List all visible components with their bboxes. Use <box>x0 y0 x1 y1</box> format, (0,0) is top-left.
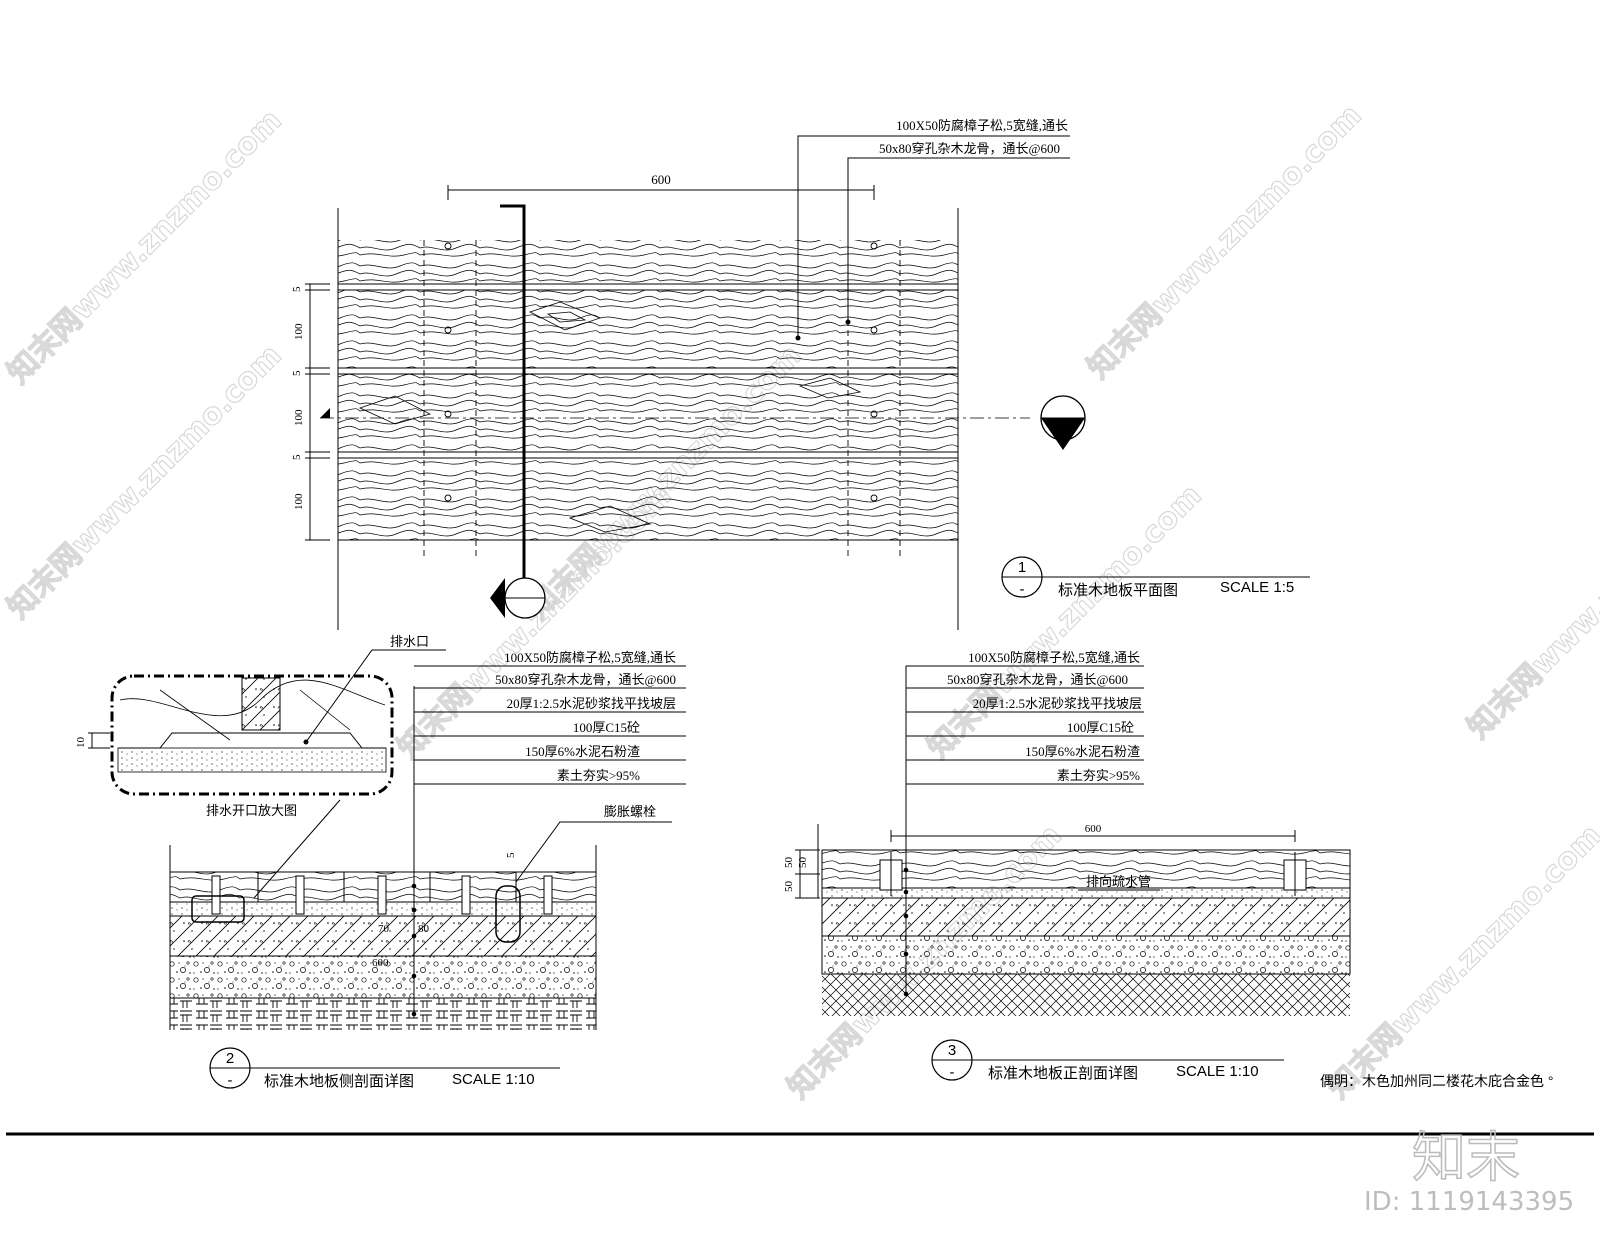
side-title-block: 2 - 标准木地板侧剖面详图 SCALE 1:10 <box>209 1047 560 1090</box>
side-dim-600: 600 <box>372 957 389 969</box>
side-callout-6: 素土夯实>95% <box>557 768 640 783</box>
drain-detail: 10 排水开口放大图 排水口 <box>75 634 446 899</box>
side-title: 标准木地板侧剖面详图 <box>264 1072 414 1090</box>
plan-view: 600 5 100 5 100 5 100 <box>291 118 1310 630</box>
brand-watermark: 知末 <box>1412 1126 1520 1189</box>
plan-dim-100a: 100 <box>293 323 305 340</box>
front-title: 标准木地板正剖面详图 <box>988 1064 1138 1082</box>
bolt-label: 膨胀螺栓 <box>604 804 656 819</box>
plank-1 <box>338 240 958 284</box>
plank-2 <box>338 283 958 368</box>
svg-text:知末网www.znzmo.com: 知末网www.znzmo.com <box>1 338 289 626</box>
front-dim-600: 600 <box>1085 823 1102 835</box>
plan-dim-100c: 100 <box>293 493 305 510</box>
front-callout-3: 20厚1:2.5水泥砂浆找平找坡层 <box>973 696 1142 711</box>
side-callout-4: 100厚C15砼 <box>573 720 640 735</box>
section-symbol-bottom <box>490 577 546 619</box>
side-dim-80: 80 <box>418 923 430 935</box>
side-section: 10 排水开口放大图 排水口 5 70 80 600 <box>75 634 686 1090</box>
front-scale: SCALE 1:10 <box>1176 1063 1259 1080</box>
front-callout-6: 素土夯实>95% <box>1057 768 1140 783</box>
image-id: ID: 1119143395 <box>1364 1187 1574 1217</box>
side-marker-dash: - <box>228 1072 233 1089</box>
section-symbol-right <box>1040 395 1086 450</box>
color-note: 偶明：木色加州同二楼花木庇合金色 ° <box>1320 1073 1554 1089</box>
front-dim-50b: 50 <box>783 881 795 893</box>
side-dim-5: 5 <box>505 852 517 858</box>
svg-text:知末网www.znzmo.com: 知末网www.znzmo.com <box>921 478 1209 766</box>
plank-4 <box>338 451 958 541</box>
plan-title-block: 1 - 标准木地板平面图 SCALE 1:5 <box>1001 556 1310 599</box>
drain-label: 排水口 <box>390 634 429 649</box>
front-marker-number: 3 <box>948 1042 956 1059</box>
plan-marker-dash: - <box>1020 581 1025 598</box>
front-section: 600 50 50 50 排向疏水管 100X50防腐樟子松,5宽缝,通长 50… <box>783 650 1351 1082</box>
detail-dim-10: 10 <box>75 737 87 749</box>
side-callout-2: 50x80穿孔杂木龙骨，通长@600 <box>495 672 676 687</box>
plan-title: 标准木地板平面图 <box>1058 581 1178 599</box>
plan-dim-5b: 5 <box>291 370 303 376</box>
side-marker-number: 2 <box>226 1050 234 1067</box>
front-marker-dash: - <box>950 1064 955 1081</box>
front-callout-1: 100X50防腐樟子松,5宽缝,通长 <box>968 650 1140 665</box>
plan-dim-600: 600 <box>651 172 671 187</box>
plan-dim-100b: 100 <box>293 409 305 426</box>
side-callout-1: 100X50防腐樟子松,5宽缝,通长 <box>504 650 676 665</box>
svg-text:知末网www.znzmo.com: 知末网www.znzmo.com <box>1321 818 1600 1106</box>
side-dim-70: 70 <box>378 923 390 935</box>
plan-callout-2: 50x80穿孔杂木龙骨，通长@600 <box>879 141 1060 156</box>
svg-text:知末网www.znzmo.com: 知末网www.znzmo.com <box>1461 458 1600 746</box>
front-dim-50c: 50 <box>797 857 809 869</box>
plan-scale: SCALE 1:5 <box>1220 579 1294 596</box>
side-scale: SCALE 1:10 <box>452 1071 535 1088</box>
front-callout-5: 150厚6%水泥石粉渣 <box>1025 744 1140 759</box>
front-callout-2: 50x80穿孔杂木龙骨，通长@600 <box>947 672 1128 687</box>
front-dim-50a: 50 <box>783 857 795 869</box>
pipe-label: 排向疏水管 <box>1086 874 1151 889</box>
svg-text:知末网www.znzmo.com: 知末网www.znzmo.com <box>1081 98 1369 386</box>
plan-dim-5c: 5 <box>291 454 303 460</box>
front-title-block: 3 - 标准木地板正剖面详图 SCALE 1:10 <box>931 1039 1284 1082</box>
detail-caption: 排水开口放大图 <box>206 803 297 818</box>
side-callout-5: 150厚6%水泥石粉渣 <box>525 744 640 759</box>
front-callout-4: 100厚C15砼 <box>1067 720 1134 735</box>
plan-marker-number: 1 <box>1018 559 1026 576</box>
side-callout-3: 20厚1:2.5水泥砂浆找平找坡层 <box>507 696 676 711</box>
svg-text:知末网www.znzmo.com: 知末网www.znzmo.com <box>1 103 289 391</box>
plan-callout-1: 100X50防腐樟子松,5宽缝,通长 <box>896 118 1068 133</box>
plan-dim-5a: 5 <box>291 286 303 292</box>
plank-3 <box>338 367 958 452</box>
